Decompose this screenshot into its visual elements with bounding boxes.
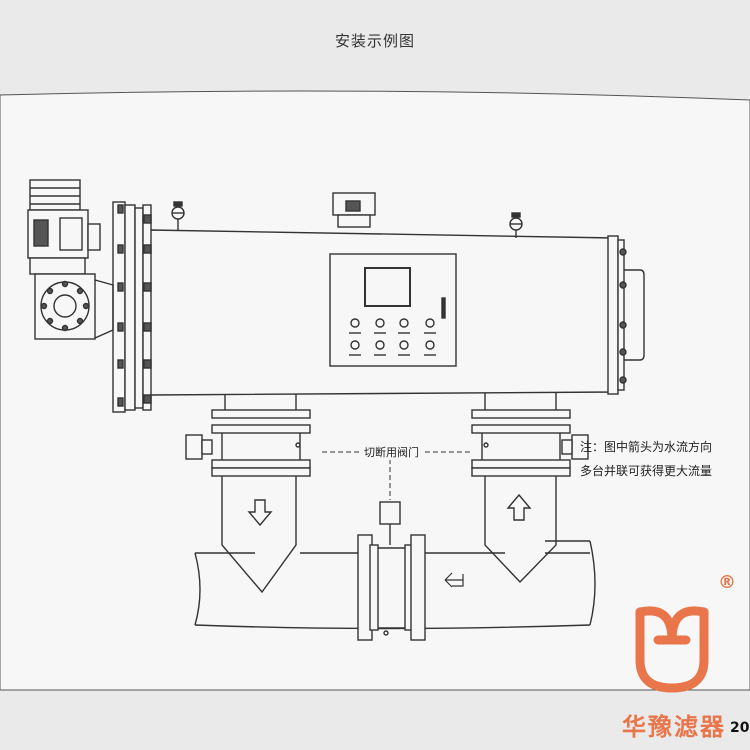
pressure-gauge-right [509, 212, 523, 238]
cutoff-valve-label: 切断用阀门 [362, 444, 421, 460]
diagram-title: 安装示例图 [334, 32, 415, 50]
control-panel [329, 253, 457, 367]
flow-arrow-left [444, 572, 464, 588]
registered-mark: ® [718, 572, 736, 593]
outlet-leg [471, 379, 589, 584]
page-number: 20 [730, 720, 750, 736]
note-flow-direction: 注：图中箭头为水流方向 [580, 440, 713, 454]
panel-display [364, 267, 411, 307]
brand-logo [635, 606, 709, 693]
note-parallel: 多台并联可获得更大流量 [580, 464, 713, 478]
gearbox [34, 273, 114, 340]
brand-name: 华豫滤器 [622, 713, 726, 741]
top-vent-box [332, 192, 376, 228]
cutoff-valve [357, 501, 426, 641]
flow-arrow-down [247, 499, 273, 527]
end-flange [112, 201, 152, 413]
drive-motor [27, 179, 101, 275]
flow-arrow-up [506, 493, 532, 521]
pressure-gauge-left [171, 201, 185, 230]
